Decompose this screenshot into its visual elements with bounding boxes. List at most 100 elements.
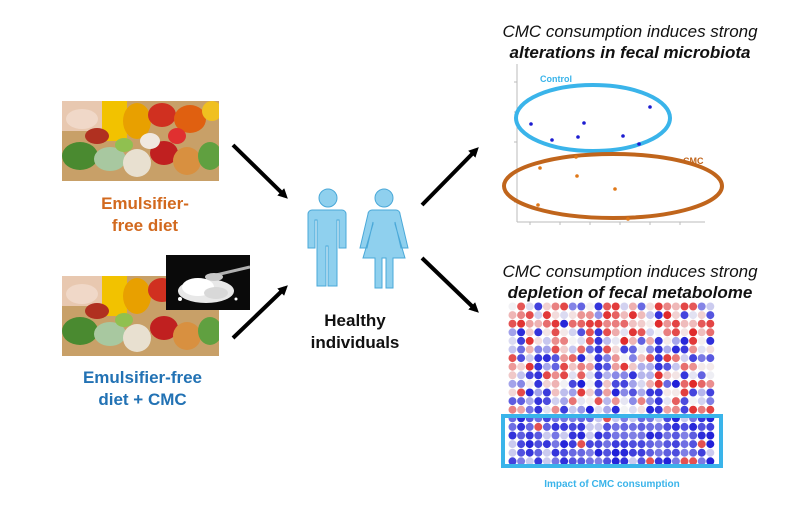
- heatmap-cell: [646, 302, 655, 311]
- heatmap-cell: [611, 336, 620, 345]
- heatmap-cell: [663, 379, 672, 388]
- heatmap-cell: [611, 371, 620, 380]
- heatmap-cell: [663, 328, 672, 337]
- heatmap-cell: [689, 371, 698, 380]
- heatmap-cell: [706, 457, 715, 466]
- heatmap-cell: [654, 345, 663, 354]
- heatmap-cell: [689, 362, 698, 371]
- heatmap-cell: [551, 319, 560, 328]
- heatmap-cell: [620, 405, 629, 414]
- heatmap-cell: [551, 397, 560, 406]
- heatmap-cell: [706, 422, 715, 431]
- heatmap-cell: [637, 319, 646, 328]
- heatmap-cell: [508, 397, 517, 406]
- control-points: [529, 105, 652, 146]
- heatmap-cell: [646, 440, 655, 449]
- heatmap-cell: [525, 431, 534, 440]
- heatmap-cell: [517, 354, 526, 363]
- heatmap-cell: [646, 354, 655, 363]
- heatmap-cell: [508, 302, 517, 311]
- heatmap-cell: [534, 440, 543, 449]
- cmc-points: [536, 155, 630, 221]
- heatmap-cell: [646, 336, 655, 345]
- heatmap-cell: [637, 405, 646, 414]
- heatmap-cell: [534, 379, 543, 388]
- diet-b-line2: diet + CMC: [98, 390, 187, 409]
- subjects-label: Healthy individuals: [285, 310, 425, 354]
- heatmap-cell: [534, 431, 543, 440]
- heatmap-cell: [577, 422, 586, 431]
- heatmap-cell: [671, 345, 680, 354]
- heatmap-cell: [551, 457, 560, 466]
- control-point: [576, 135, 580, 139]
- heatmap-cell: [663, 319, 672, 328]
- heatmap-cell: [646, 388, 655, 397]
- heatmap-cell: [560, 302, 569, 311]
- cmc-powder-svg: [166, 255, 250, 310]
- heatmap-cell: [542, 397, 551, 406]
- heatmap-cell: [517, 311, 526, 320]
- heatmap-cell: [577, 354, 586, 363]
- heatmap-cell: [594, 448, 603, 457]
- heatmap-cell: [551, 422, 560, 431]
- heatmap-cell: [594, 336, 603, 345]
- heatmap-cell: [654, 371, 663, 380]
- heatmap-cell: [508, 371, 517, 380]
- heatmap-cell: [671, 388, 680, 397]
- heatmap-cell: [542, 440, 551, 449]
- heatmap-cell: [560, 371, 569, 380]
- heatmap-cell: [551, 336, 560, 345]
- heatmap-cell: [577, 328, 586, 337]
- heatmap-cell: [663, 362, 672, 371]
- metabolome-headline: CMC consumption induces strong depletion…: [470, 261, 790, 303]
- heatmap-cell: [594, 422, 603, 431]
- heatmap-cell: [637, 336, 646, 345]
- food-photo-svg: [62, 276, 219, 356]
- heatmap-cell: [689, 345, 698, 354]
- heatmap-cell: [551, 354, 560, 363]
- heatmap-cell: [560, 422, 569, 431]
- male-person-icon: [307, 188, 347, 287]
- heatmap-cell: [551, 302, 560, 311]
- heatmap-cell: [611, 362, 620, 371]
- heatmap-cell: [611, 397, 620, 406]
- control-point: [529, 122, 533, 126]
- people-icons: [307, 188, 409, 289]
- heatmap-cell: [671, 440, 680, 449]
- heatmap-cell: [534, 371, 543, 380]
- heatmap-cell: [585, 431, 594, 440]
- cmc-powder-photo: [166, 255, 250, 310]
- heatmap-cell: [508, 379, 517, 388]
- heatmap-cell: [577, 336, 586, 345]
- heatmap-cell: [560, 379, 569, 388]
- heatmap-cell: [689, 319, 698, 328]
- heatmap-cell: [517, 328, 526, 337]
- heatmap-cell: [542, 371, 551, 380]
- heatmap-cell: [568, 457, 577, 466]
- female-person-icon: [359, 188, 409, 289]
- heatmap-cell: [577, 302, 586, 311]
- heatmap-cell: [646, 422, 655, 431]
- cmc-impact-box: [501, 414, 723, 468]
- heatmap-cell: [560, 328, 569, 337]
- heatmap-cell: [560, 354, 569, 363]
- heatmap-cell: [525, 405, 534, 414]
- heatmap-cell: [706, 405, 715, 414]
- heatmap-cell: [611, 311, 620, 320]
- heatmap-cell: [689, 448, 698, 457]
- microbiota-headline-line2: alterations in fecal microbiota: [470, 42, 790, 63]
- heatmap-cell: [706, 354, 715, 363]
- heatmap-cell: [697, 405, 706, 414]
- heatmap-cell: [517, 379, 526, 388]
- heatmap-cell: [689, 311, 698, 320]
- heatmap-cell: [611, 422, 620, 431]
- heatmap-cell: [671, 328, 680, 337]
- heatmap-cell: [620, 302, 629, 311]
- heatmap-cell: [560, 431, 569, 440]
- heatmap-cell: [706, 448, 715, 457]
- diet-b-label: Emulsifier-free diet + CMC: [55, 367, 230, 411]
- heatmap-cell: [534, 422, 543, 431]
- heatmap-cell: [517, 448, 526, 457]
- heatmap-cell: [534, 311, 543, 320]
- heatmap-cell: [525, 354, 534, 363]
